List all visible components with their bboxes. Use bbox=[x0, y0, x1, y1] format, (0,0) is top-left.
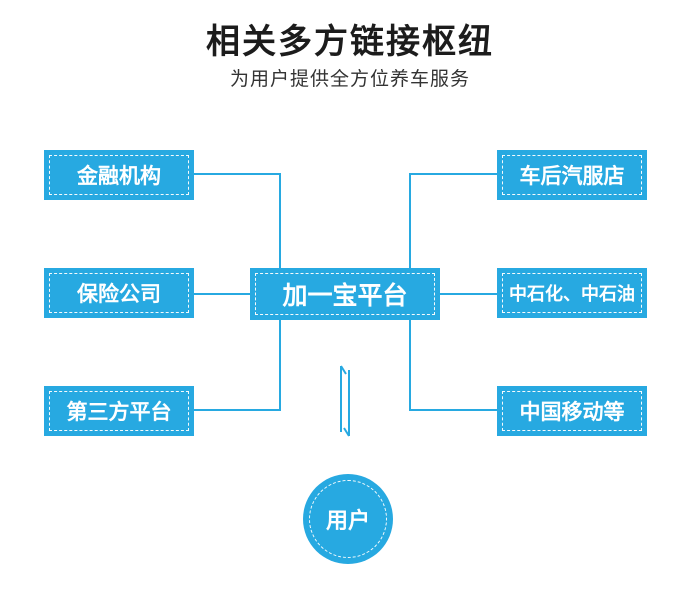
node-platform: 加一宝平台 bbox=[250, 268, 440, 320]
node-label: 中石化、中石油 bbox=[509, 284, 635, 305]
node-label: 中国移动等 bbox=[519, 400, 625, 424]
node-label: 第三方平台 bbox=[66, 400, 172, 424]
two-way-arrow-icon bbox=[340, 365, 350, 437]
connector-right-top bbox=[409, 173, 497, 270]
node-third-party-platforms: 第三方平台 bbox=[44, 386, 194, 436]
node-label: 加一宝平台 bbox=[282, 281, 408, 310]
node-financial-institutions: 金融机构 bbox=[44, 150, 194, 200]
node-user: 用户 bbox=[303, 474, 393, 564]
connector-right-bottom bbox=[409, 320, 497, 411]
connector-left-bottom bbox=[194, 320, 281, 411]
diagram-subtitle: 为用户提供全方位养车服务 bbox=[229, 68, 470, 90]
node-auto-service-shops: 车后汽服店 bbox=[497, 150, 647, 200]
diagram-title: 相关多方链接枢纽 bbox=[206, 22, 494, 62]
node-label: 金融机构 bbox=[77, 164, 161, 188]
node-oil-companies: 中石化、中石油 bbox=[497, 268, 647, 318]
node-label: 保险公司 bbox=[77, 282, 161, 306]
node-label: 用户 bbox=[325, 509, 370, 534]
node-label: 车后汽服店 bbox=[519, 164, 625, 188]
node-insurance-companies: 保险公司 bbox=[44, 268, 194, 318]
connector-left-top bbox=[194, 173, 281, 270]
node-telecom: 中国移动等 bbox=[497, 386, 647, 436]
